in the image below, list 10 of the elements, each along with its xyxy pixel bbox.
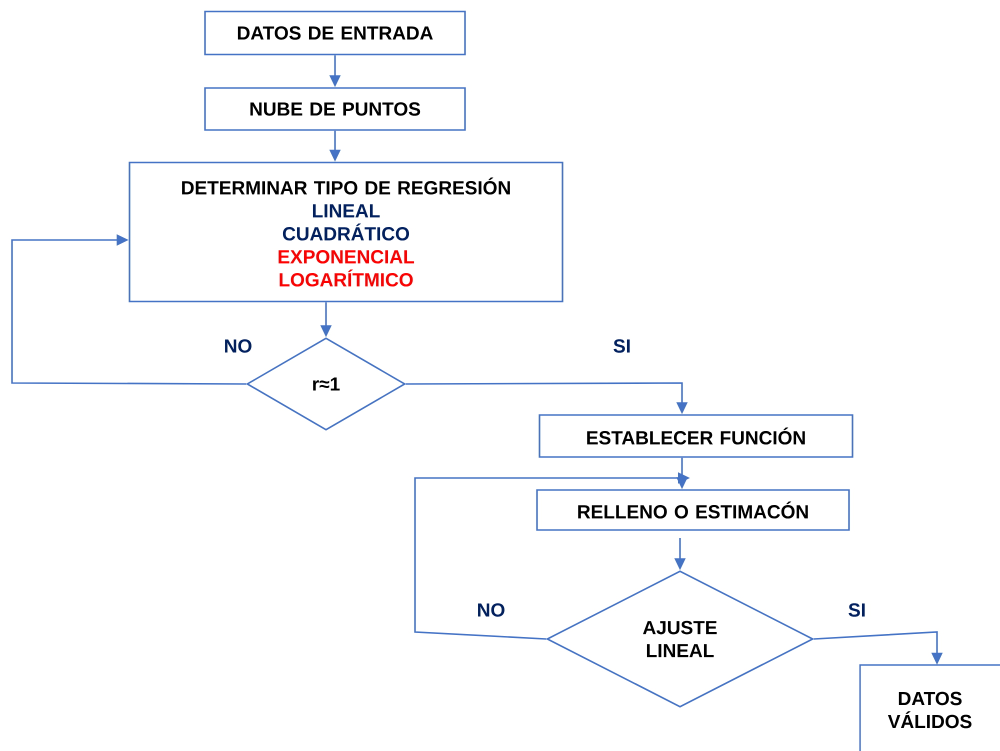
edge-label: SI — [848, 603, 865, 617]
arrow — [11, 234, 246, 385]
process-box: ESTABLECER FUNCIÓN — [538, 414, 854, 458]
process-box: DATOS VÁLIDOS — [859, 664, 1000, 751]
edge-label: SI — [614, 339, 630, 353]
process-box: RELLENO O ESTIMACÓN — [536, 489, 850, 531]
edge-label: NO — [478, 603, 504, 617]
process-box: DATOS DE ENTRADA — [204, 10, 466, 56]
process-box: DETERMINAR TIPO DE REGRESIÓN LINEAL CUADRÁTICO EXPONENCIAL LOGARÍTMICO — [128, 162, 564, 302]
process-box: NUBE DE PUNTOS — [204, 87, 466, 131]
